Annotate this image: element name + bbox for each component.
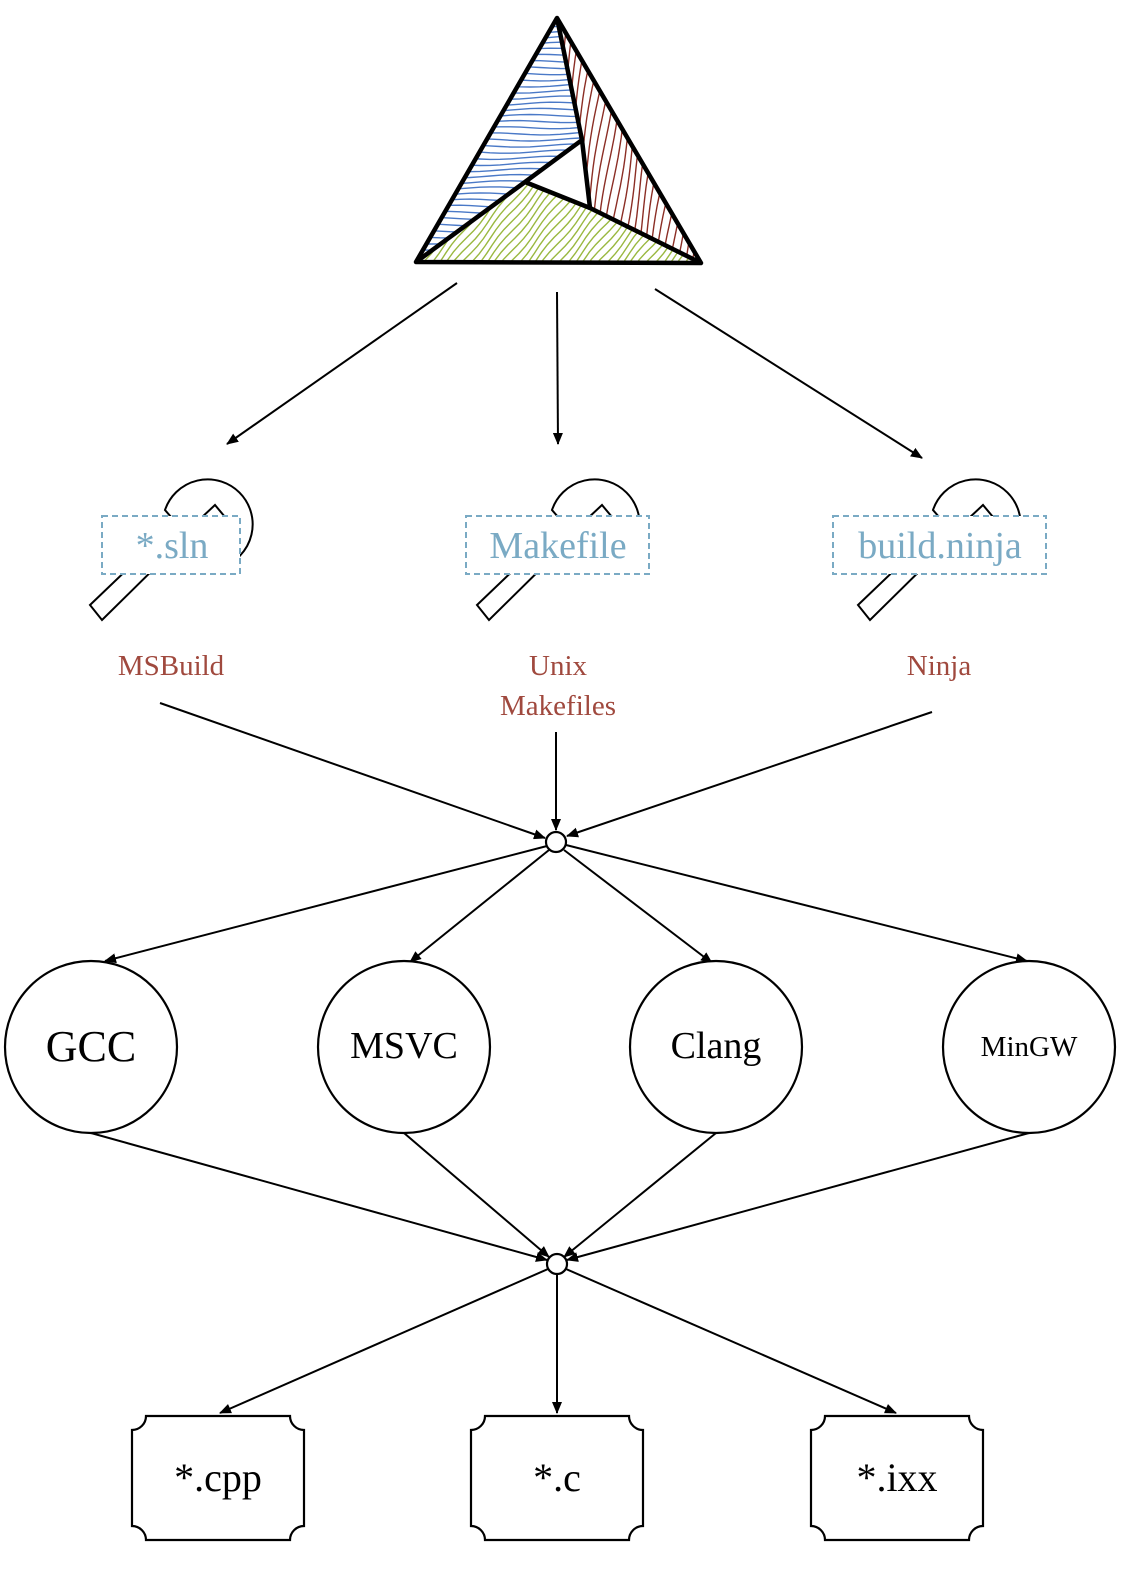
generator-unix-makefiles: Makefile Unix Makefiles (465, 478, 650, 722)
compiler-clang: Clang (628, 959, 804, 1135)
edge-junction-mingw (565, 844, 1028, 964)
edge-junction-ixx (565, 1268, 897, 1414)
output-file-c: *.c (469, 1414, 645, 1542)
generator-tool-label: MSBuild (118, 650, 225, 682)
generator-file-label: *.sln (136, 525, 209, 567)
edge-mingw-junction (566, 1132, 1030, 1262)
compiler-mingw: MinGW (941, 959, 1117, 1135)
compiler-gcc: GCC (3, 959, 179, 1135)
output-file-ixx: *.ixx (809, 1414, 985, 1542)
dashed-file-box (101, 515, 241, 575)
dashed-file-box (465, 515, 650, 575)
dashed-file-box (832, 515, 1047, 575)
edge-junction-clang (563, 849, 713, 964)
generator-tool-label-line2: Makefiles (500, 690, 616, 722)
edge-logo-ninja (654, 288, 923, 459)
edge-gcc-junction (90, 1132, 548, 1262)
edge-msvc-junction (403, 1132, 550, 1258)
generator-file-label: Makefile (489, 525, 626, 567)
edge-junction-gcc (104, 845, 548, 964)
output-file-label: *.ixx (856, 1455, 937, 1500)
output-file-cpp: *.cpp (130, 1414, 306, 1542)
generator-file-label: build.ninja (858, 525, 1022, 567)
compiler-msvc: MSVC (316, 959, 492, 1135)
junction-node-top (544, 830, 568, 854)
edge-logo-msbuild (226, 282, 458, 445)
edge-msbuild-junction (159, 702, 546, 840)
edge-clang-junction (563, 1132, 717, 1258)
compiler-label: MinGW (981, 1031, 1078, 1063)
edge-logo-makefiles (552, 291, 563, 445)
output-file-label: *.c (533, 1455, 581, 1500)
compiler-label: Clang (671, 1025, 762, 1067)
edge-junction-msvc (409, 849, 550, 963)
junction-node-bottom (545, 1252, 569, 1276)
edge-ninja-junction (566, 711, 933, 838)
compiler-label: GCC (46, 1022, 136, 1071)
generator-tool-label: Ninja (907, 650, 972, 682)
edge-junction-cpp (219, 1268, 549, 1414)
output-file-label: *.cpp (174, 1455, 262, 1500)
cmake-logo-icon (413, 15, 704, 266)
generator-msbuild: *.sln MSBuild (88, 478, 254, 682)
generator-ninja: build.ninja Ninja (832, 478, 1047, 682)
compiler-label: MSVC (350, 1025, 458, 1067)
generator-tool-label-line1: Unix (529, 650, 588, 682)
